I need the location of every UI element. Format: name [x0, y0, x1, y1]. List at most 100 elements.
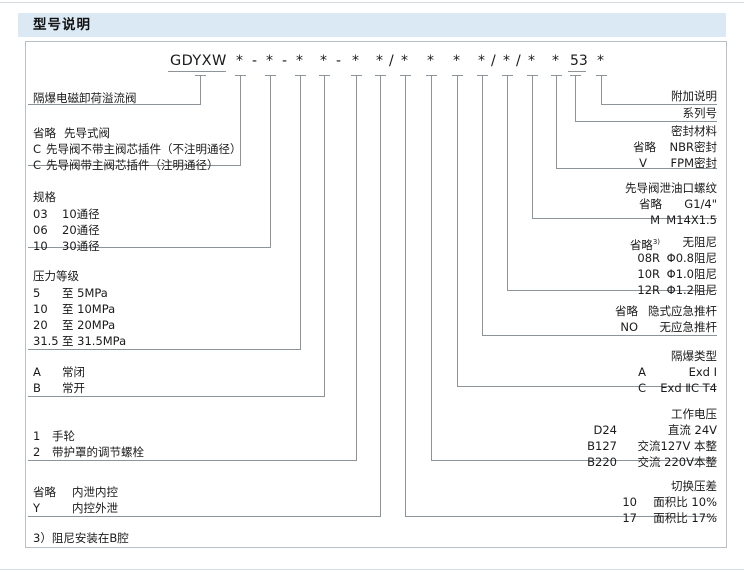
code-token-0: * [236, 53, 243, 69]
right-code-drain-thread-0: 省略 [639, 197, 662, 211]
left-desc-size-1: 20通径 [62, 223, 100, 237]
footnote-marker: 3) [652, 238, 660, 246]
left-code-pilot-2: C [33, 158, 42, 172]
leader-v-pilot-type [240, 75, 241, 165]
leader-v-size [270, 75, 271, 247]
code-token-20: * [597, 53, 604, 69]
leader-h-normal-state [28, 396, 325, 397]
code-token-11: * [427, 53, 434, 69]
right-code-exproof-1: C [637, 381, 646, 395]
right-code-push-rod-1: NO [620, 320, 638, 334]
leader-v-push-rod [482, 75, 483, 335]
footnote: 3）阻尼安装在B腔 [33, 531, 129, 545]
right-desc-damping-0: 无阻尼 [682, 235, 718, 249]
leader-h-seal [556, 168, 717, 169]
left-code-normal-1: B [33, 381, 41, 395]
right-desc-voltage-2: 交流 220V本整 [637, 455, 717, 469]
right-code-pressure-diff-0: 10 [622, 495, 637, 509]
leader-h-additional-note [601, 104, 717, 105]
left-code-pilot-0: 省略 [33, 126, 56, 140]
left-desc-adjust-1: 带护罩的调节螺栓 [52, 445, 144, 459]
leader-h-drain-control [28, 516, 381, 517]
right-title-series: 系列号 [682, 106, 718, 120]
code-token-15: * [503, 53, 510, 69]
code-token-5: * [320, 53, 327, 69]
left-label-product-name: 隔爆电磁卸荷溢流阀 [33, 91, 137, 105]
leader-h-product-name [28, 104, 201, 105]
code-token-7: * [352, 53, 359, 69]
leader-h-pressure [28, 349, 301, 350]
right-code-voltage-2: B220 [587, 455, 617, 469]
code-token-13: * [478, 53, 485, 69]
left-code-drain-0: 省略 [33, 485, 56, 499]
leader-h-pressure-diff [405, 516, 717, 517]
leader-v-drain-thread [532, 75, 533, 218]
leader-h-exproof [457, 386, 717, 387]
right-desc-push-rod-1: 无应急推杆 [659, 320, 718, 334]
right-desc-seal-1: FPM密封 [670, 156, 717, 170]
code-token-19: 53 [570, 53, 588, 69]
leader-v-series [575, 75, 576, 121]
right-desc-pressure-diff-0: 面积比 10% [653, 495, 717, 509]
leader-v-damping [507, 75, 508, 290]
right-code-damping-0: 省略3) [629, 237, 660, 252]
code-token-4: * [296, 53, 303, 69]
right-desc-push-rod-0: 隐式应急推杆 [648, 304, 717, 318]
leader-h-push-rod [482, 335, 717, 336]
left-desc-pilot-1: 先导阀不带主阀芯插件（不注明通径） [46, 142, 242, 156]
section-header-bar [18, 13, 726, 37]
model-prefix-underline [168, 71, 226, 72]
left-code-normal-0: A [33, 365, 41, 379]
left-desc-pilot-0: 先导式阀 [64, 126, 110, 140]
code-token-9: / [389, 53, 394, 69]
right-desc-damping-2: Φ1.0阻尼 [666, 267, 717, 281]
right-desc-drain-thread-0: G1/4" [684, 197, 717, 211]
right-code-drain-thread-1: M [650, 213, 660, 227]
leader-h-damping [507, 290, 717, 291]
right-code-seal-0: 省略 [633, 140, 656, 154]
left-desc-pilot-2: 先导阀带主阀芯插件（注明通径） [46, 158, 219, 172]
right-desc-exproof-1: Exd ⅡC T4 [660, 381, 717, 395]
code-token-18: * [552, 53, 559, 69]
left-code-size-2: 10 [33, 239, 48, 253]
diagram-frame [25, 41, 727, 548]
left-desc-size-0: 10通径 [62, 207, 100, 221]
leader-h-size [28, 247, 271, 248]
model-prefix: GDYXW [170, 53, 227, 69]
left-desc-size-2: 30通径 [62, 239, 100, 253]
leader-h-pilot-type [28, 165, 241, 166]
left-code-drain-1: Y [33, 501, 41, 515]
code-token-1: - [252, 53, 258, 69]
page-title: 型号说明 [33, 17, 91, 33]
leader-v-voltage [431, 75, 432, 460]
left-title-pressure: 压力等级 [33, 269, 79, 283]
left-desc-normal-1: 常开 [62, 381, 85, 395]
right-code-pressure-diff-1: 17 [622, 511, 637, 525]
code-token-17: * [528, 53, 535, 69]
right-code-damping-3: 12R [637, 283, 660, 297]
right-desc-drain-thread-1: M14X1.5 [666, 213, 717, 227]
left-code-pressure-2: 20 [33, 318, 48, 332]
right-desc-voltage-0: 直流 24V [667, 423, 717, 437]
right-desc-damping-3: Φ1.2阻尼 [666, 283, 717, 297]
code-token-2: * [266, 53, 273, 69]
left-code-pressure-3: 31.5 [33, 334, 59, 348]
leader-h-series [575, 121, 717, 122]
left-desc-pressure-2: 至 20MPa [62, 318, 116, 332]
leader-v-drain-control [380, 75, 381, 516]
left-code-size-1: 06 [33, 223, 48, 237]
right-title-additional-note: 附加说明 [671, 89, 717, 103]
leader-v-product-name [200, 75, 201, 104]
code-token-10: * [401, 53, 408, 69]
left-desc-adjust-0: 手轮 [52, 429, 75, 443]
bottom-divider [0, 569, 744, 570]
code-token-14: / [491, 53, 496, 69]
leader-h-drain-thread [532, 218, 717, 219]
left-desc-pressure-3: 至 31.5MPa [62, 334, 127, 348]
right-desc-seal-0: NBR密封 [669, 140, 717, 154]
leader-v-pressure-diff [405, 75, 406, 516]
left-code-pilot-1: C [33, 142, 42, 156]
leader-v-additional-note [601, 75, 602, 104]
right-title-seal: 密封材料 [671, 124, 717, 138]
